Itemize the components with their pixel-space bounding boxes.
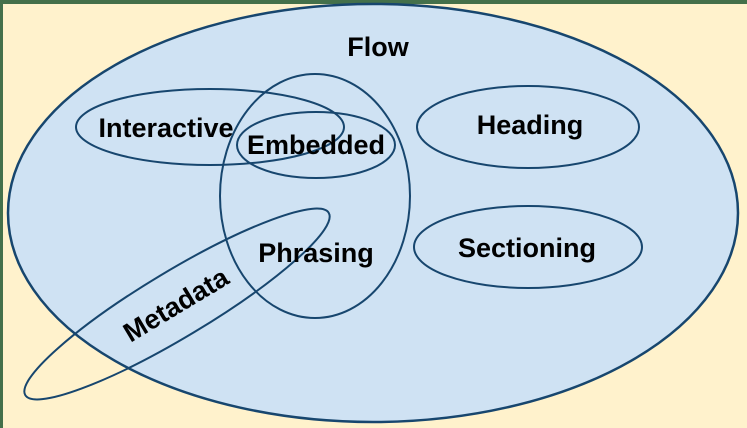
sectioning-label: Sectioning bbox=[458, 233, 596, 263]
embedded-ellipse bbox=[236, 111, 396, 179]
window-top-edge bbox=[0, 0, 747, 4]
phrasing-label: Phrasing bbox=[258, 238, 374, 268]
interactive-label: Interactive bbox=[98, 113, 233, 143]
sectioning-ellipse bbox=[413, 205, 643, 289]
flow-label: Flow bbox=[347, 32, 409, 62]
metadata-ellipse bbox=[23, 207, 331, 401]
heading-ellipse bbox=[416, 85, 640, 169]
heading-label: Heading bbox=[477, 110, 584, 140]
interactive-ellipse bbox=[75, 88, 345, 166]
embedded-label: Embedded bbox=[247, 130, 385, 160]
window-left-edge bbox=[0, 0, 3, 428]
flow-ellipse bbox=[6, 2, 740, 424]
phrasing-ellipse bbox=[219, 73, 411, 319]
